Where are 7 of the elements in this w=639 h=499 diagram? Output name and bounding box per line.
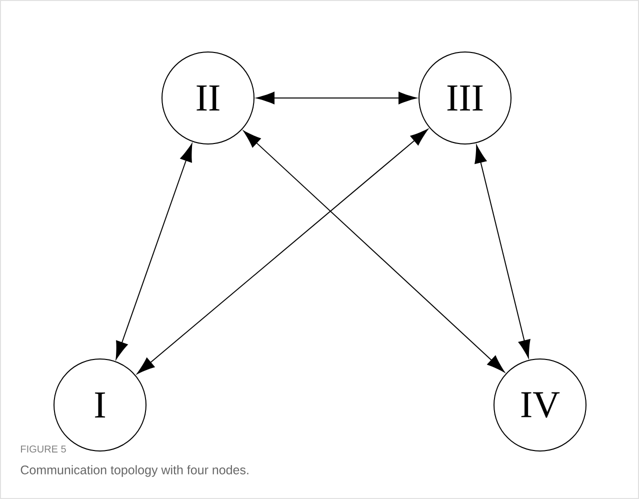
- arrow: [136, 128, 428, 374]
- arrow: [256, 92, 417, 104]
- arrow: [116, 144, 192, 360]
- arrow: [474, 144, 530, 358]
- figure-number: FIGURE 5: [21, 445, 66, 453]
- arrow: [243, 130, 505, 372]
- caption: Communication topology with four nodes.: [20, 465, 248, 477]
